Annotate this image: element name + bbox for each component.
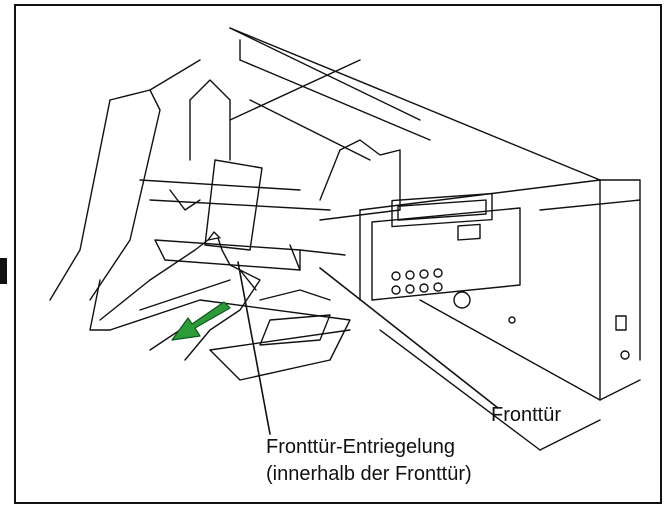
output-tray	[89, 279, 351, 381]
leader-entriegelung	[237, 261, 271, 435]
side-details	[508, 315, 630, 360]
machine-body	[229, 27, 641, 451]
front-door-release	[154, 239, 346, 271]
hand	[99, 231, 261, 361]
leader-lines	[237, 261, 499, 435]
left-frame	[49, 59, 331, 301]
label-front-door-release-note: (innerhalb der Fronttür)	[266, 463, 472, 485]
hopper	[189, 27, 431, 221]
clipped-text-fragment	[0, 258, 7, 284]
green-arrow-icon	[171, 301, 231, 341]
leader-fronttuer	[319, 267, 499, 409]
label-front-door-release: Fronttür-Entriegelung	[266, 436, 455, 458]
figure-frame	[14, 4, 662, 504]
label-front-door: Fronttür	[491, 404, 562, 426]
document-sheet	[204, 159, 263, 251]
control-panel	[371, 192, 521, 309]
